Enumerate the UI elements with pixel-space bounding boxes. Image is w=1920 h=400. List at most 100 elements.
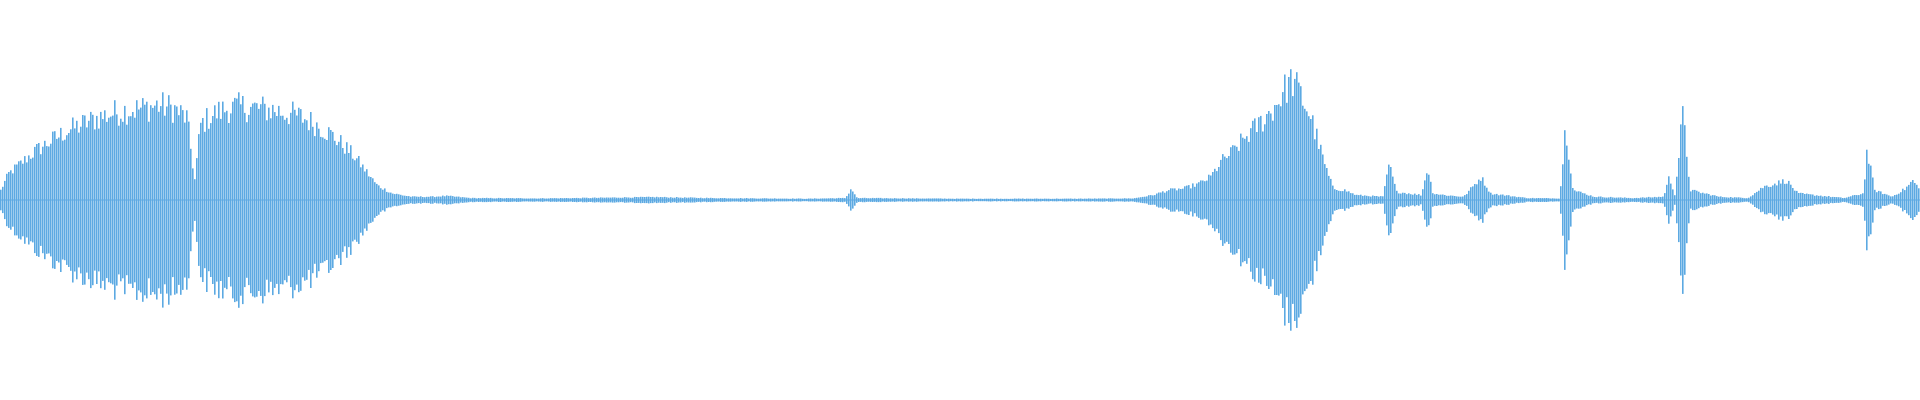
waveform-bar [1026,198,1028,202]
waveform-bar [564,198,566,202]
waveform-bar [700,197,702,203]
waveform-bar [248,114,250,286]
waveform-bar [42,146,44,254]
waveform-bar [1692,189,1694,211]
waveform-bar [1184,186,1186,214]
waveform-bar [1476,184,1478,216]
waveform-bar [440,196,442,204]
waveform-bar [1136,197,1138,203]
waveform-bar [362,164,364,236]
waveform-bar [952,198,954,202]
waveform-bar [1112,198,1114,202]
waveform-bar [208,128,210,272]
waveform-bar [76,120,78,280]
waveform-bar [1256,132,1258,268]
waveform-bar [1872,177,1874,223]
waveform-bar [1566,145,1568,255]
waveform-bar [340,135,342,265]
waveform-bar [242,96,244,305]
waveform-bar [984,198,986,202]
waveform-bar [572,198,574,202]
waveform-bar [1832,196,1834,204]
waveform-bar [854,194,856,206]
waveform-bar [1682,106,1684,294]
waveform-bar [844,198,846,202]
waveform-bar [236,98,238,302]
waveform-bar [458,196,460,204]
waveform-bar [1778,180,1780,220]
waveform-bar [542,198,544,202]
waveform-bar [1900,192,1902,208]
waveform-bar [1228,156,1230,244]
waveform-bar [1426,173,1428,227]
waveform-bar [14,164,16,236]
waveform-bar [1888,195,1890,205]
waveform-bar [704,198,706,202]
waveform-bar [1234,145,1236,255]
waveform-bar [1534,198,1536,202]
waveform-bar [996,198,998,202]
waveform-bar [1806,193,1808,207]
waveform-bar [1156,193,1158,207]
waveform-bar [348,153,350,248]
waveform-bar [642,196,644,203]
waveform-bar [1304,108,1306,292]
waveform-bar [1070,198,1072,202]
waveform-bar [586,197,588,203]
waveform-bar [40,154,42,246]
waveform-bar [880,197,882,203]
waveform-bar [1058,198,1060,202]
waveform-bar [510,198,512,202]
waveform-bar [624,197,626,203]
waveform-bar [258,108,260,292]
waveform-bar [1542,198,1544,202]
waveform-bar [58,137,60,263]
waveform-bar [942,198,944,202]
waveform-bar [806,198,808,202]
waveform-bar [164,115,166,285]
waveform-bar [1324,164,1326,236]
waveform-bar [1000,198,1002,202]
waveform-bar [448,195,450,205]
waveform-bar [1912,180,1914,220]
waveform-bar [1576,191,1578,209]
waveform-bar [504,198,506,202]
waveform-bar [408,196,410,204]
waveform-bar [654,197,656,203]
waveform-bar [618,197,620,203]
waveform-bar [898,198,900,202]
waveform-bar [220,118,222,282]
waveform-bar [68,133,70,267]
waveform-bar [86,127,88,273]
waveform-bar [268,107,270,293]
waveform-bar [904,198,906,202]
waveform-bar [32,157,34,243]
waveform-bar [298,107,300,293]
waveform-bar [1902,188,1904,212]
waveform-bar [826,198,828,202]
waveform-bar [90,111,92,289]
waveform-bar [336,145,338,255]
waveform-bar [214,105,216,295]
waveform-bar [1466,194,1468,206]
waveform-bar [1764,185,1766,215]
waveform-bar [1618,197,1620,203]
waveform-bar [970,198,972,202]
waveform-bar [526,198,528,202]
waveform-bar [1162,191,1164,209]
waveform-bar [1074,198,1076,202]
waveform-bar [1796,190,1798,209]
waveform-bar [616,197,618,203]
waveform-bar [1320,144,1322,256]
waveform-bar [1270,113,1272,287]
waveform-bar [308,130,310,270]
waveform-bar [978,198,980,202]
waveform-bar [1430,181,1432,219]
waveform-bar [1560,186,1562,214]
waveform-bar [1274,105,1276,295]
waveform-bar [1882,194,1884,206]
waveform-bar [1268,111,1270,289]
waveform-bar [1306,111,1308,289]
waveform-bar [1884,193,1886,206]
waveform-bar [1422,189,1424,211]
